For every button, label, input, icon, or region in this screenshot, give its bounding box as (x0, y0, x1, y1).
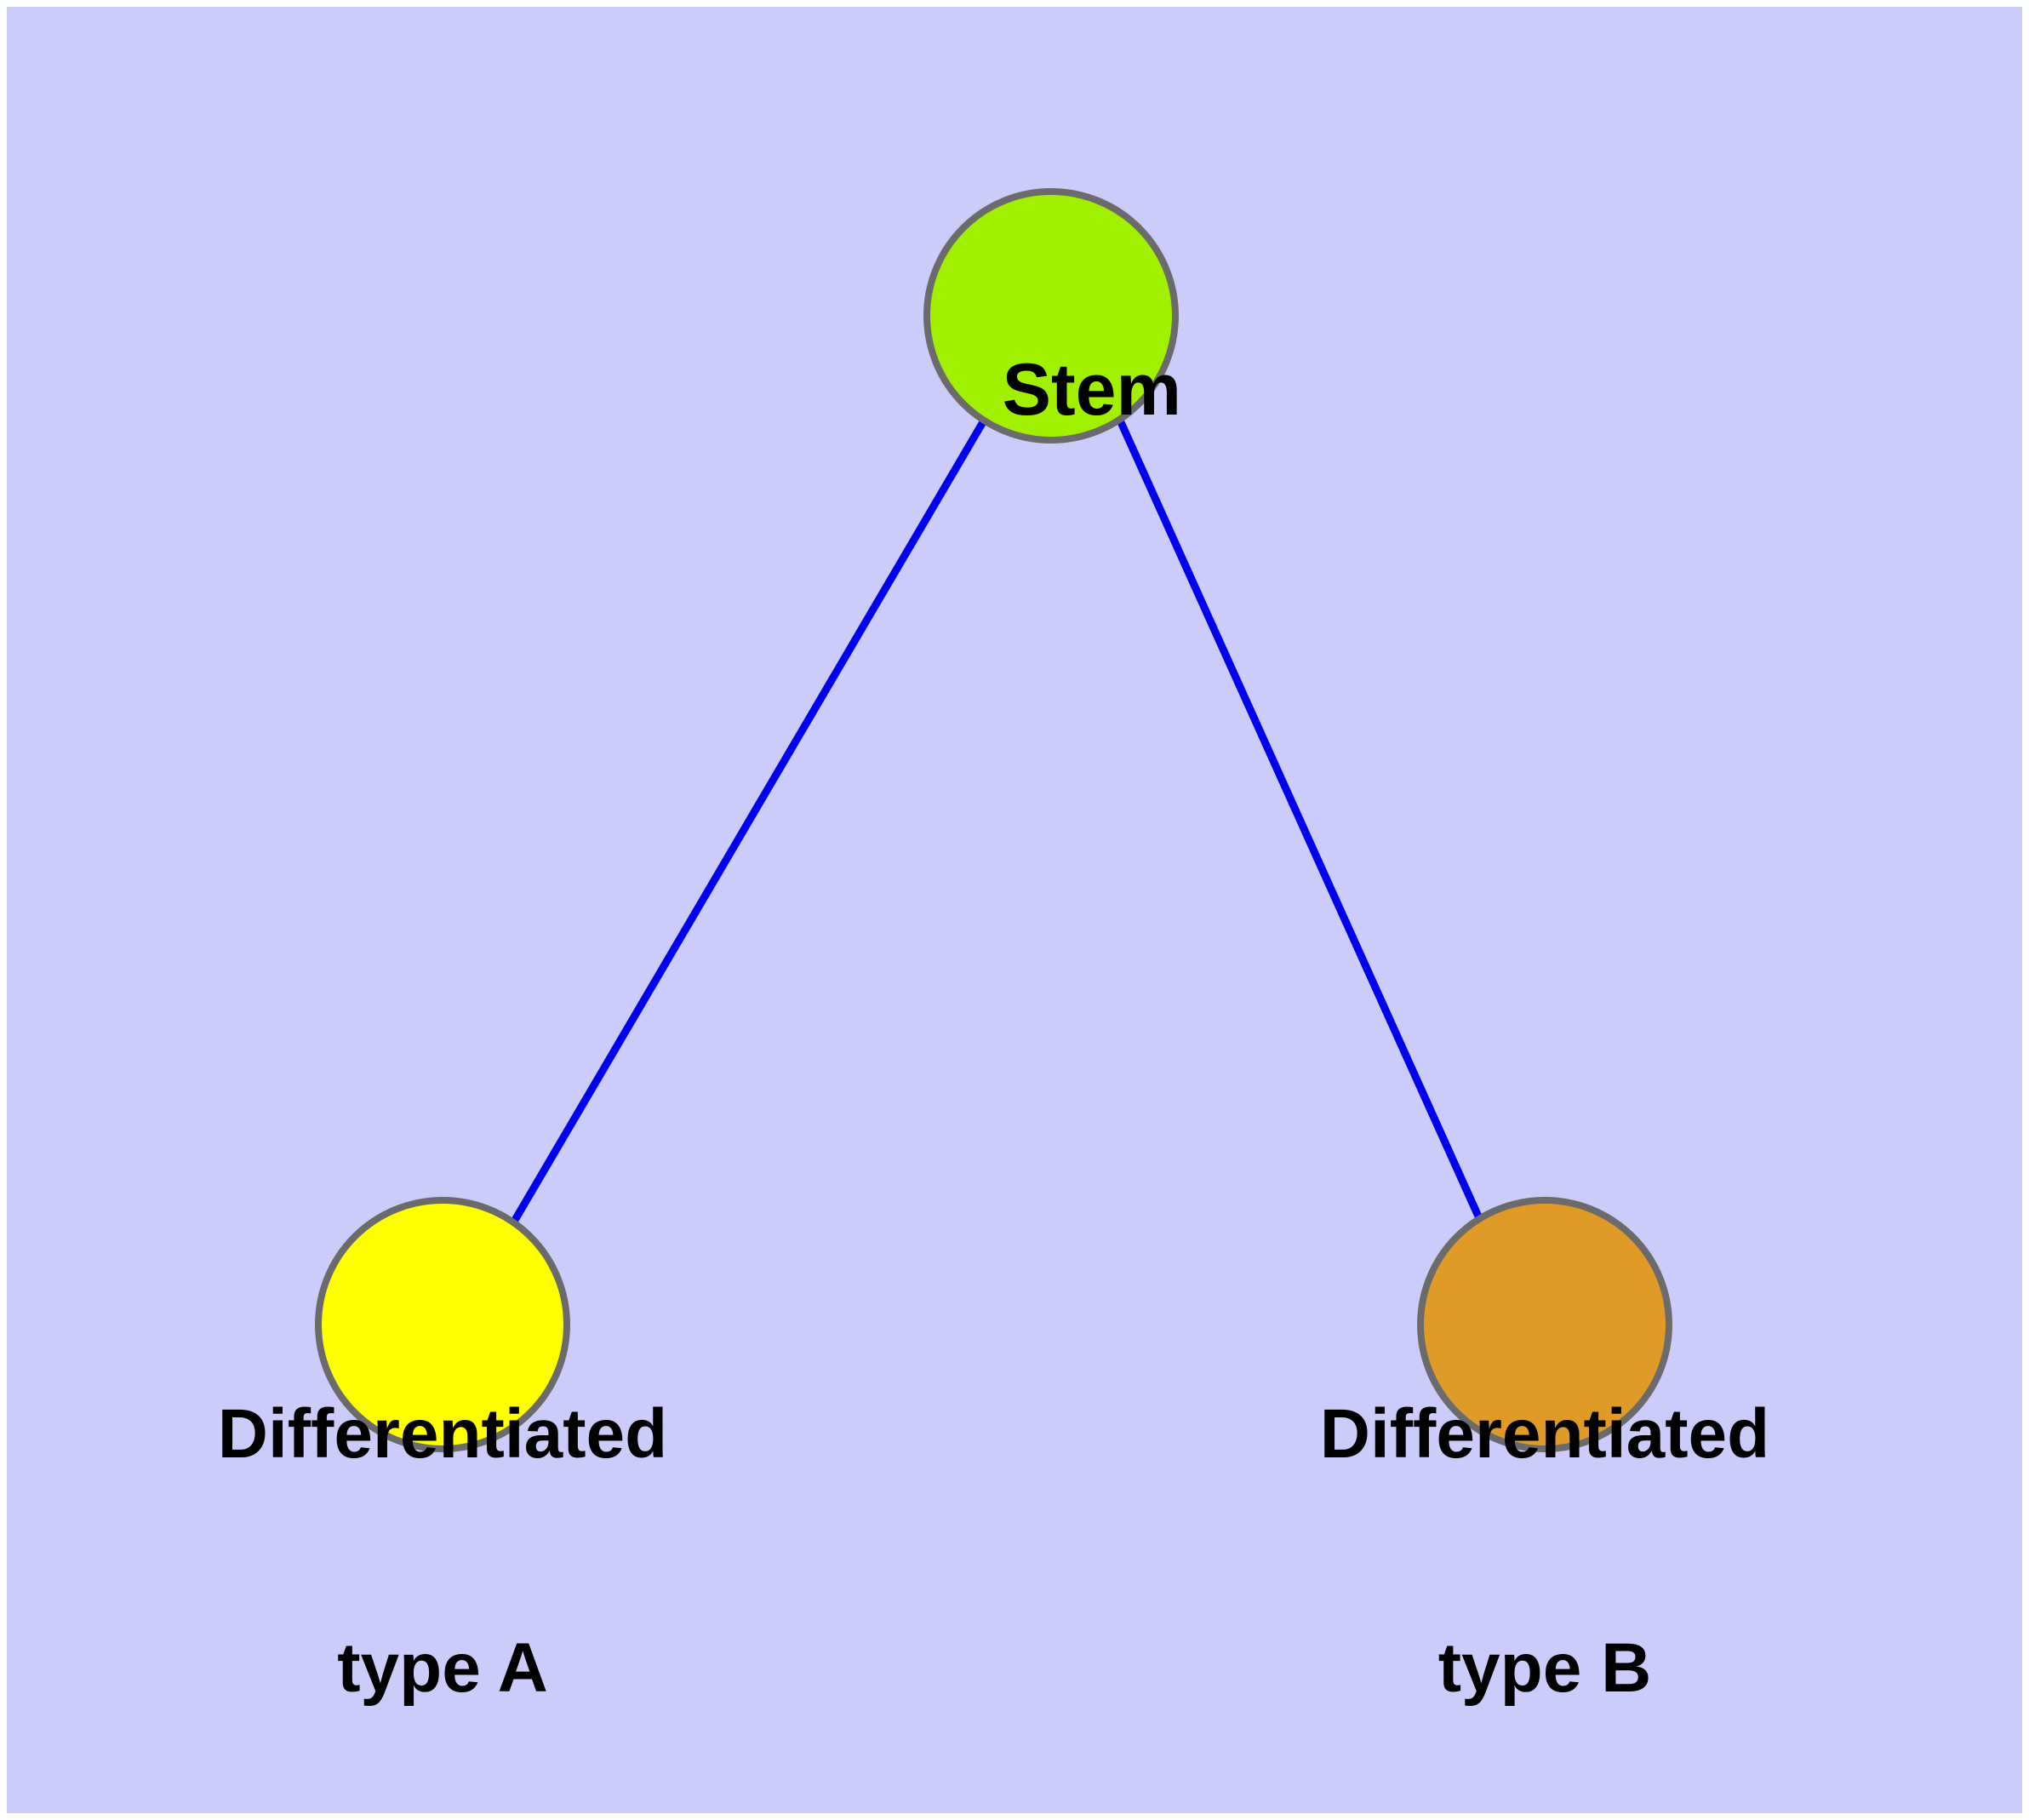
node-layer (315, 188, 1672, 1452)
edge-stem-to-differentiated-type-a[interactable] (511, 418, 987, 1224)
node-differentiated-type-a[interactable] (315, 1197, 570, 1452)
edge-stem-to-differentiated-type-b[interactable] (1117, 421, 1483, 1220)
node-differentiated-type-b[interactable] (1417, 1197, 1672, 1452)
edge-layer (511, 418, 1483, 1224)
node-stem[interactable] (923, 188, 1179, 444)
